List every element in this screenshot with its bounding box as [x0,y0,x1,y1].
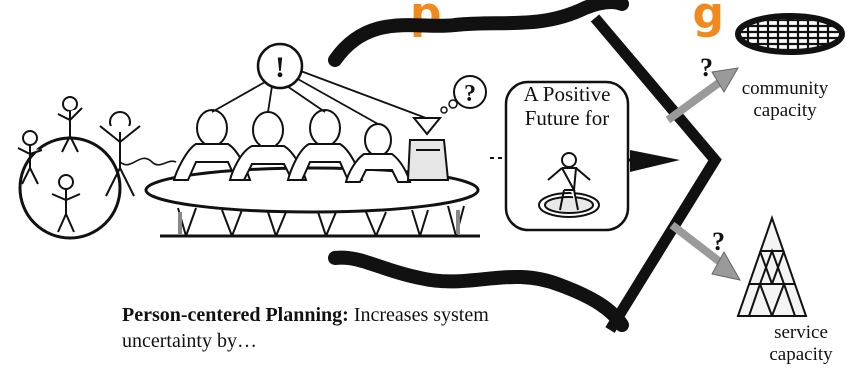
community-label-line1: community [741,78,829,99]
planning-table [144,166,480,238]
question-symbol: ? [464,81,476,107]
service-capacity-label: service capacity [756,322,846,366]
service-label-line1: service [774,322,828,343]
focus-person-icon [538,152,600,218]
thought-bubble: ? [440,75,487,114]
community-net-icon [735,13,845,55]
caption-bold: Person-centered Planning: [122,304,349,326]
positive-future-line2: Future for [524,106,610,131]
caption-line2: uncertainty by… [122,330,257,353]
community-label-line2: capacity [753,99,817,121]
question-mark-community: ? [700,53,713,82]
heading-fragment-right: g [692,0,725,39]
upper-wavy-band [328,0,629,67]
caption-rest: Increases system [348,304,489,326]
lower-wavy-band [328,250,629,332]
planning-group [172,109,450,183]
idea-bubble: ! [211,42,427,125]
service-pyramid-icon [736,214,808,317]
arrow-to-community [665,67,739,124]
exclaim-symbol: ! [275,51,285,84]
service-label-line2: capacity [769,343,833,365]
caption: Person-centered Planning: Increases syst… [122,302,502,355]
question-mark-service: ? [712,227,725,256]
circle-of-support [17,96,141,240]
positive-future-label: A Positive Future for [508,82,626,130]
connector-line [119,157,177,166]
community-capacity-label: community capacity [726,78,844,122]
positive-future-line1: A Positive [523,82,611,106]
arrow-to-service [669,221,741,281]
chevron-shape [590,14,722,333]
